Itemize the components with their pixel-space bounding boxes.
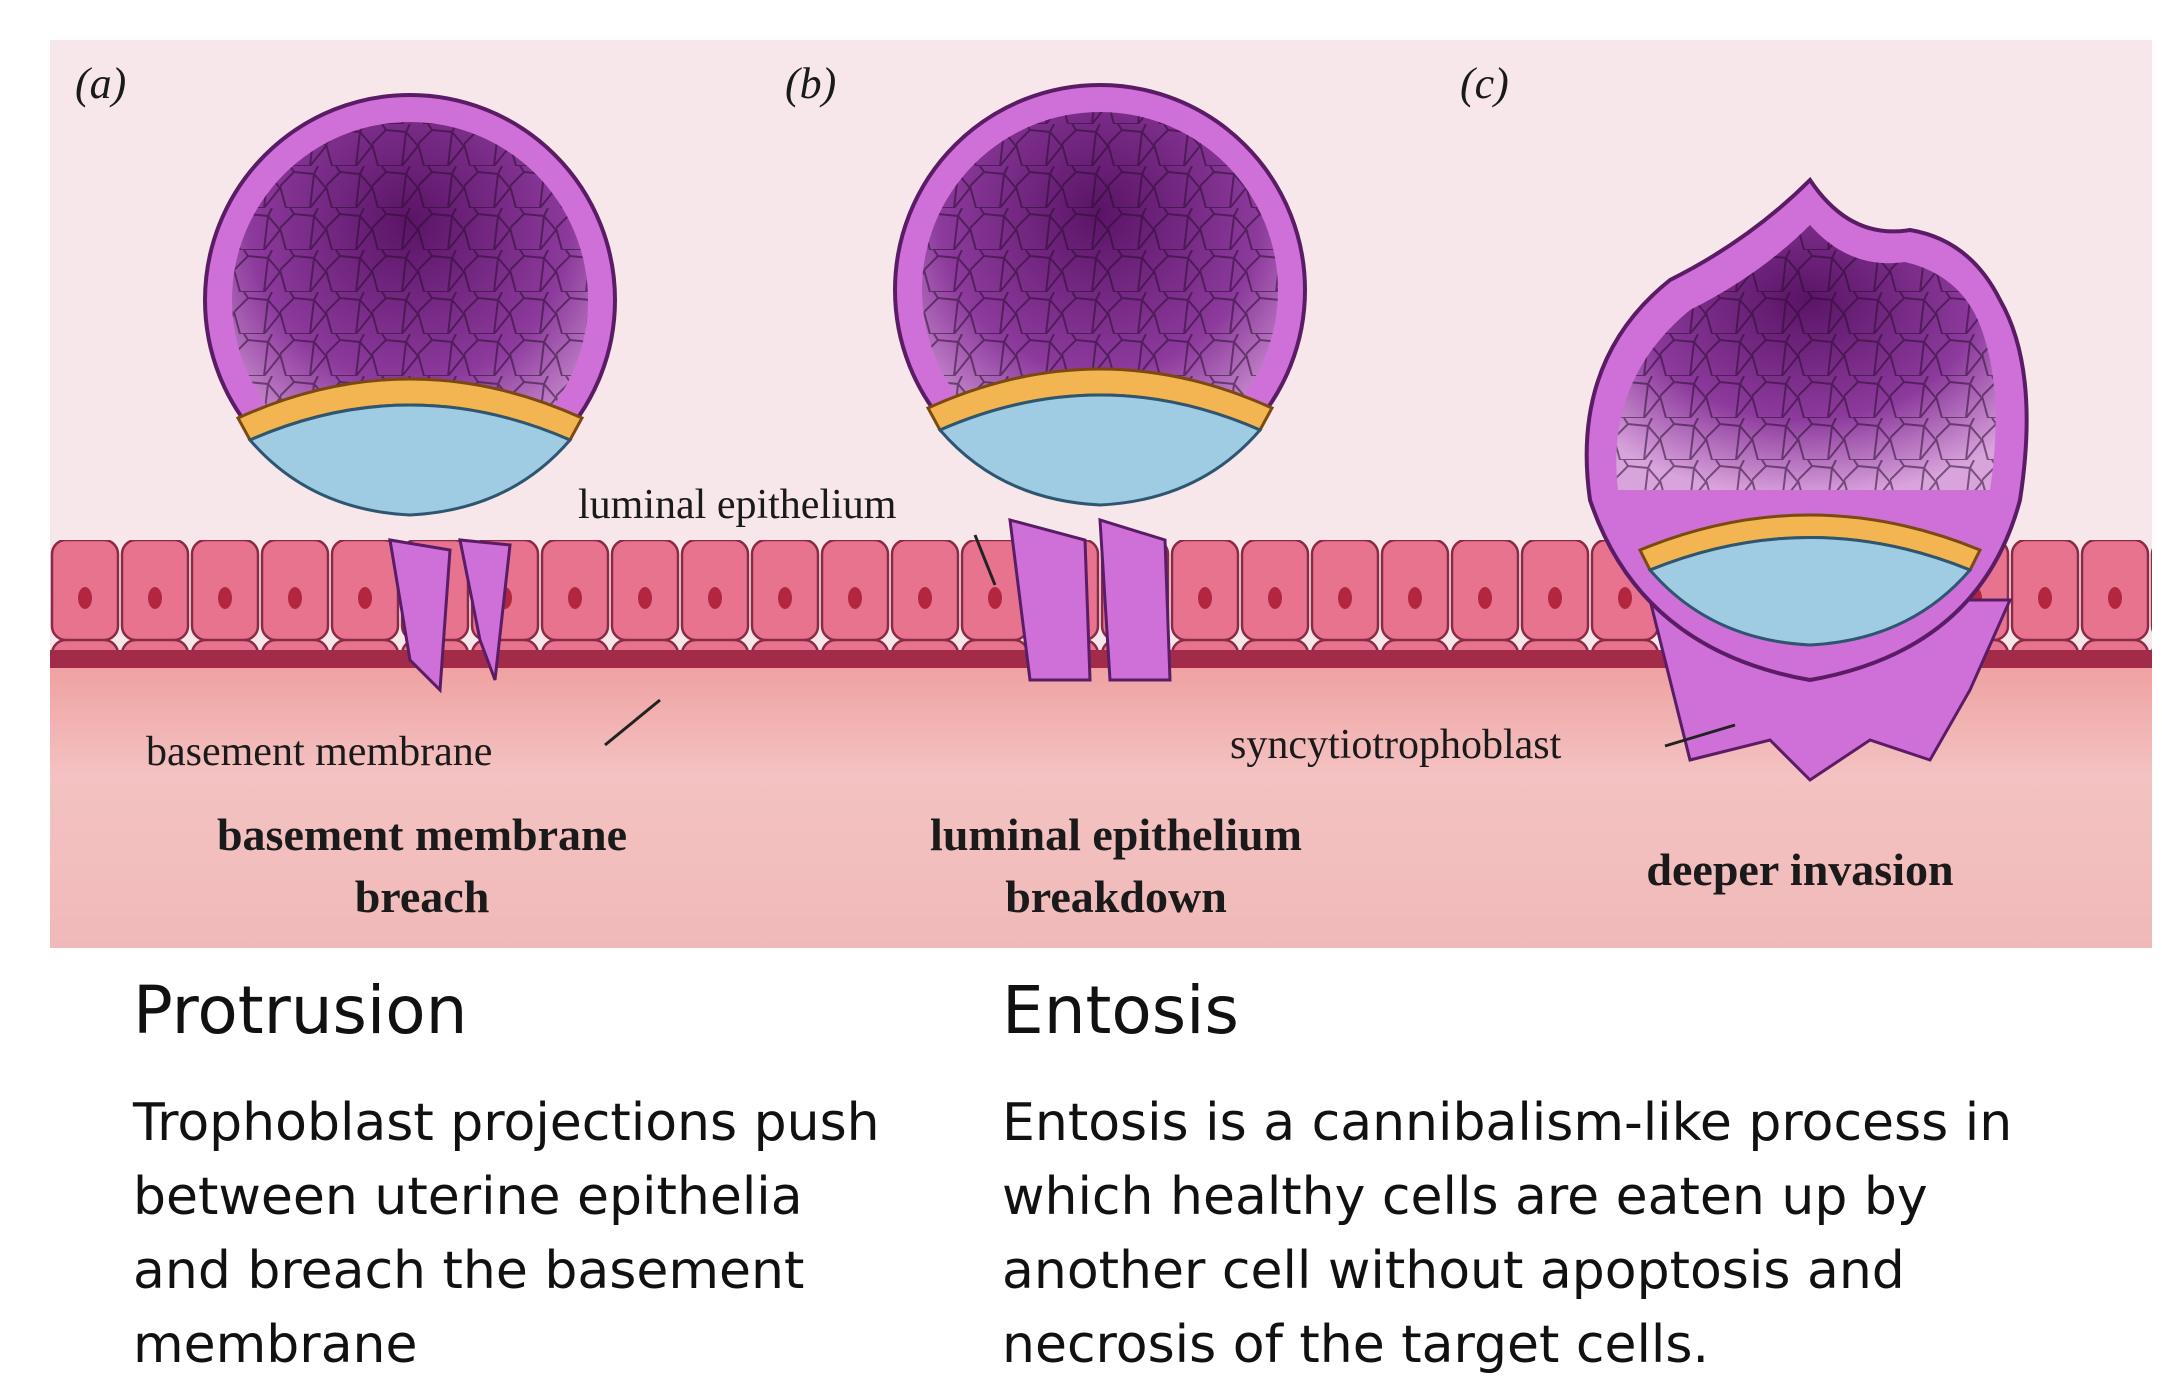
leader-syncytiotrophoblast [1664,723,1736,748]
leader-basement-membrane [604,698,661,747]
label-syncytiotrophoblast: syncytiotrophoblast [1230,722,1562,768]
leader-luminal-epithelium [973,534,997,586]
blastocyst-b [893,83,1307,682]
implantation-diagram: (a) (b) (c) luminal epithelium basement … [50,40,2152,948]
entosis-title: Entosis [1002,972,1239,1049]
diagram-canvas: (a) (b) (c) luminal epithelium basement … [50,40,2152,948]
panel-label-c: (c) [1460,59,1509,108]
caption-a-line2: breach [355,871,490,922]
protrusion-title: Protrusion [133,972,468,1049]
entosis-section: Entosis Entosis is a cannibalism-like pr… [1002,972,2022,1382]
panel-label-a: (a) [75,59,126,108]
blastocyst-c [1584,176,2029,782]
caption-b-line1: luminal epithelium [930,809,1302,860]
panel-label-b: (b) [785,59,836,108]
label-luminal-epithelium: luminal epithelium [578,482,897,528]
protrusion-section: Protrusion Trophoblast projections push … [133,972,913,1382]
blastocyst-a [203,93,617,694]
caption-c: deeper invasion [1646,844,1953,895]
caption-a-line1: basement membrane [217,809,627,860]
label-basement-membrane: basement membrane [146,729,492,775]
caption-b-line2: breakdown [1005,871,1227,922]
entosis-description: Entosis is a cannibalism-like process in… [1002,1092,2013,1375]
protrusion-description: Trophoblast projections push between ute… [133,1092,880,1375]
